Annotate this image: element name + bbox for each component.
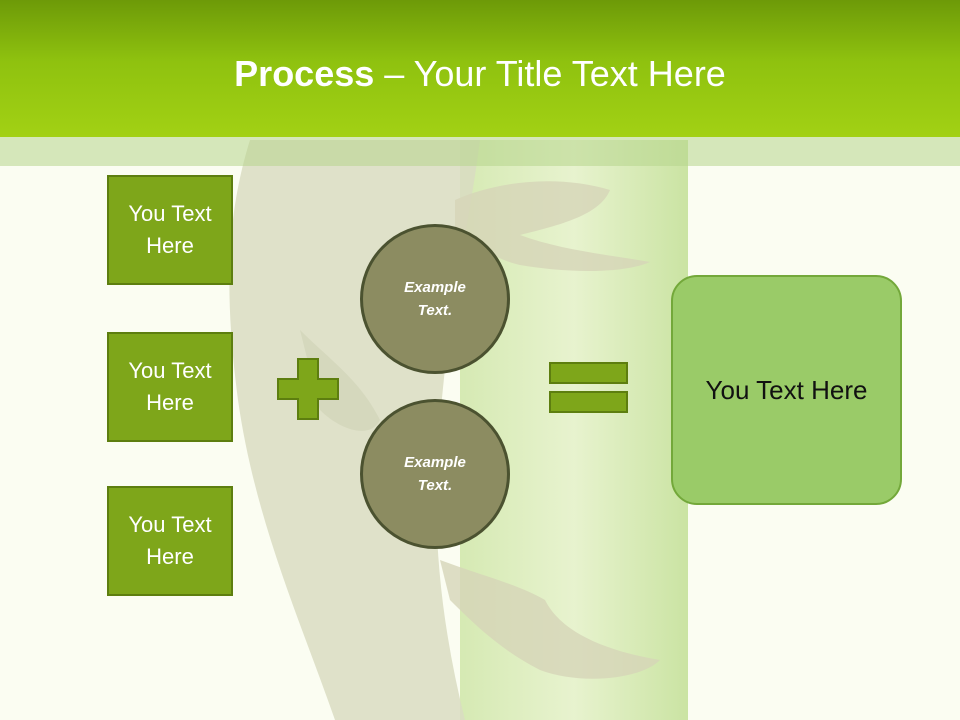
circle-label: Example Text. [404, 279, 466, 319]
input-box-label: You Text Here [128, 358, 212, 415]
equals-icon [549, 362, 628, 413]
result-box[interactable]: You Text Here [671, 275, 902, 505]
header-strip [0, 137, 960, 166]
slide-title[interactable]: Process – Your Title Text Here [0, 52, 960, 96]
example-circle-2[interactable]: Example Text. [360, 399, 510, 549]
title-bold: Process [234, 53, 375, 94]
input-box-label: You Text Here [128, 201, 212, 258]
header-bar [0, 0, 960, 137]
input-box-label: You Text Here [128, 512, 212, 569]
title-rest: – Your Title Text Here [374, 53, 726, 94]
circle-label: Example Text. [404, 454, 466, 494]
result-label: You Text Here [705, 374, 868, 405]
input-box-1[interactable]: You Text Here [107, 175, 233, 285]
input-box-3[interactable]: You Text Here [107, 486, 233, 596]
example-circle-1[interactable]: Example Text. [360, 224, 510, 374]
plus-icon [277, 358, 339, 420]
input-box-2[interactable]: You Text Here [107, 332, 233, 442]
